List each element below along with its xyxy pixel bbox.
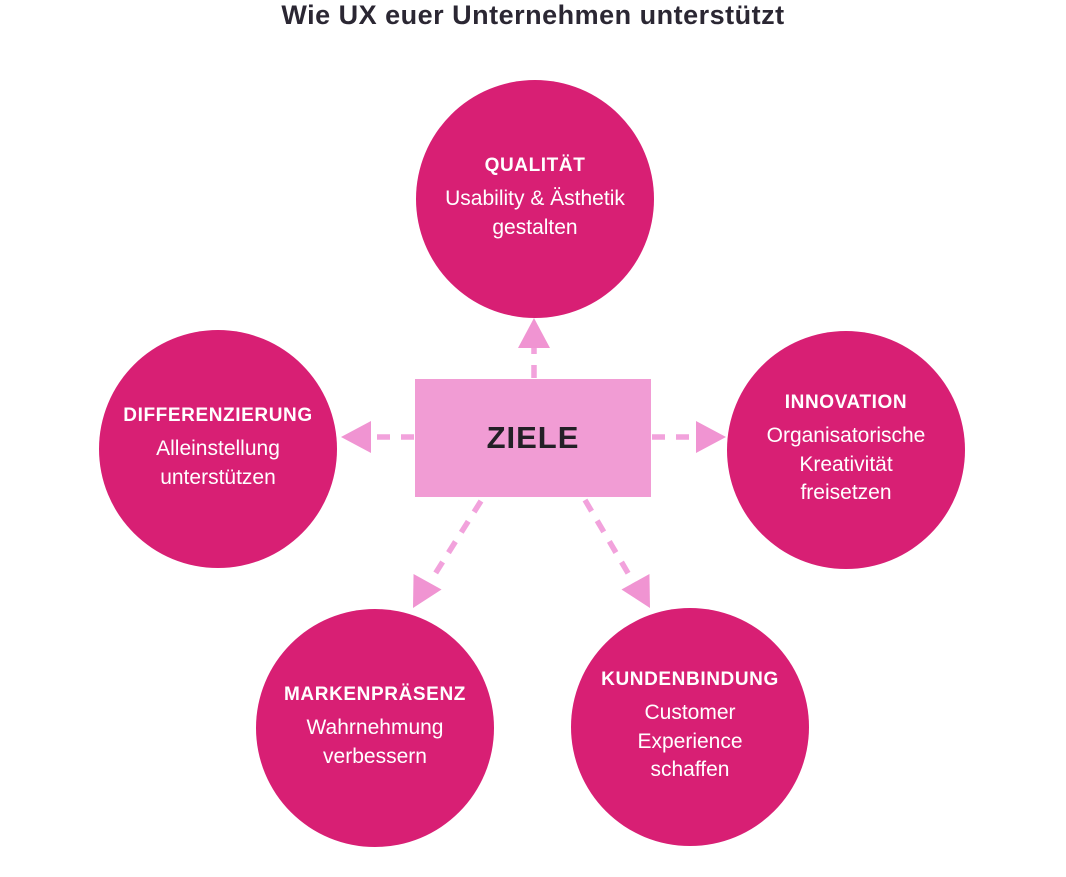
node-body: Alleinstellung unterstützen [156, 437, 280, 489]
center-node-label: ZIELE [486, 420, 580, 455]
node-innovation: INNOVATION Organisatorische Kreativität … [727, 331, 965, 569]
node-heading: QUALITÄT [484, 155, 586, 177]
node-body: Wahrnehmung verbessern [306, 716, 444, 768]
arrow-up-to-qualitaet-icon [518, 318, 550, 378]
node-body: Customer Experience schaffen [637, 700, 743, 782]
node-heading: KUNDENBINDUNG [601, 668, 779, 690]
node-differenzierung: DIFFERENZIERUNG Alleinstellung unterstüt… [99, 330, 337, 568]
node-heading: DIFFERENZIERUNG [123, 405, 313, 427]
node-kundenbindung: KUNDENBINDUNG Customer Experience schaff… [571, 608, 809, 846]
arrow-right-to-innovation-icon [652, 421, 726, 453]
node-body: Usability & Ästhetik gestalten [445, 187, 625, 239]
arrow-downright-to-kundenbindung-icon [582, 498, 650, 608]
node-heading: INNOVATION [784, 391, 908, 413]
diagram-title: Wie UX euer Unternehmen unterstützt [281, 0, 785, 30]
arrow-downleft-to-markenpraesenz-icon [413, 499, 484, 608]
node-body: Organisatorische Kreativität freisetzen [766, 423, 926, 505]
center-node-ziele: ZIELE [415, 379, 651, 497]
node-heading: MARKENPRÄSENZ [284, 684, 466, 706]
arrow-left-to-differenzierung-icon [341, 421, 414, 453]
node-markenpraesenz: MARKENPRÄSENZ Wahrnehmung verbessern [256, 609, 494, 847]
node-qualitaet: QUALITÄT Usability & Ästhetik gestalten [416, 80, 654, 318]
